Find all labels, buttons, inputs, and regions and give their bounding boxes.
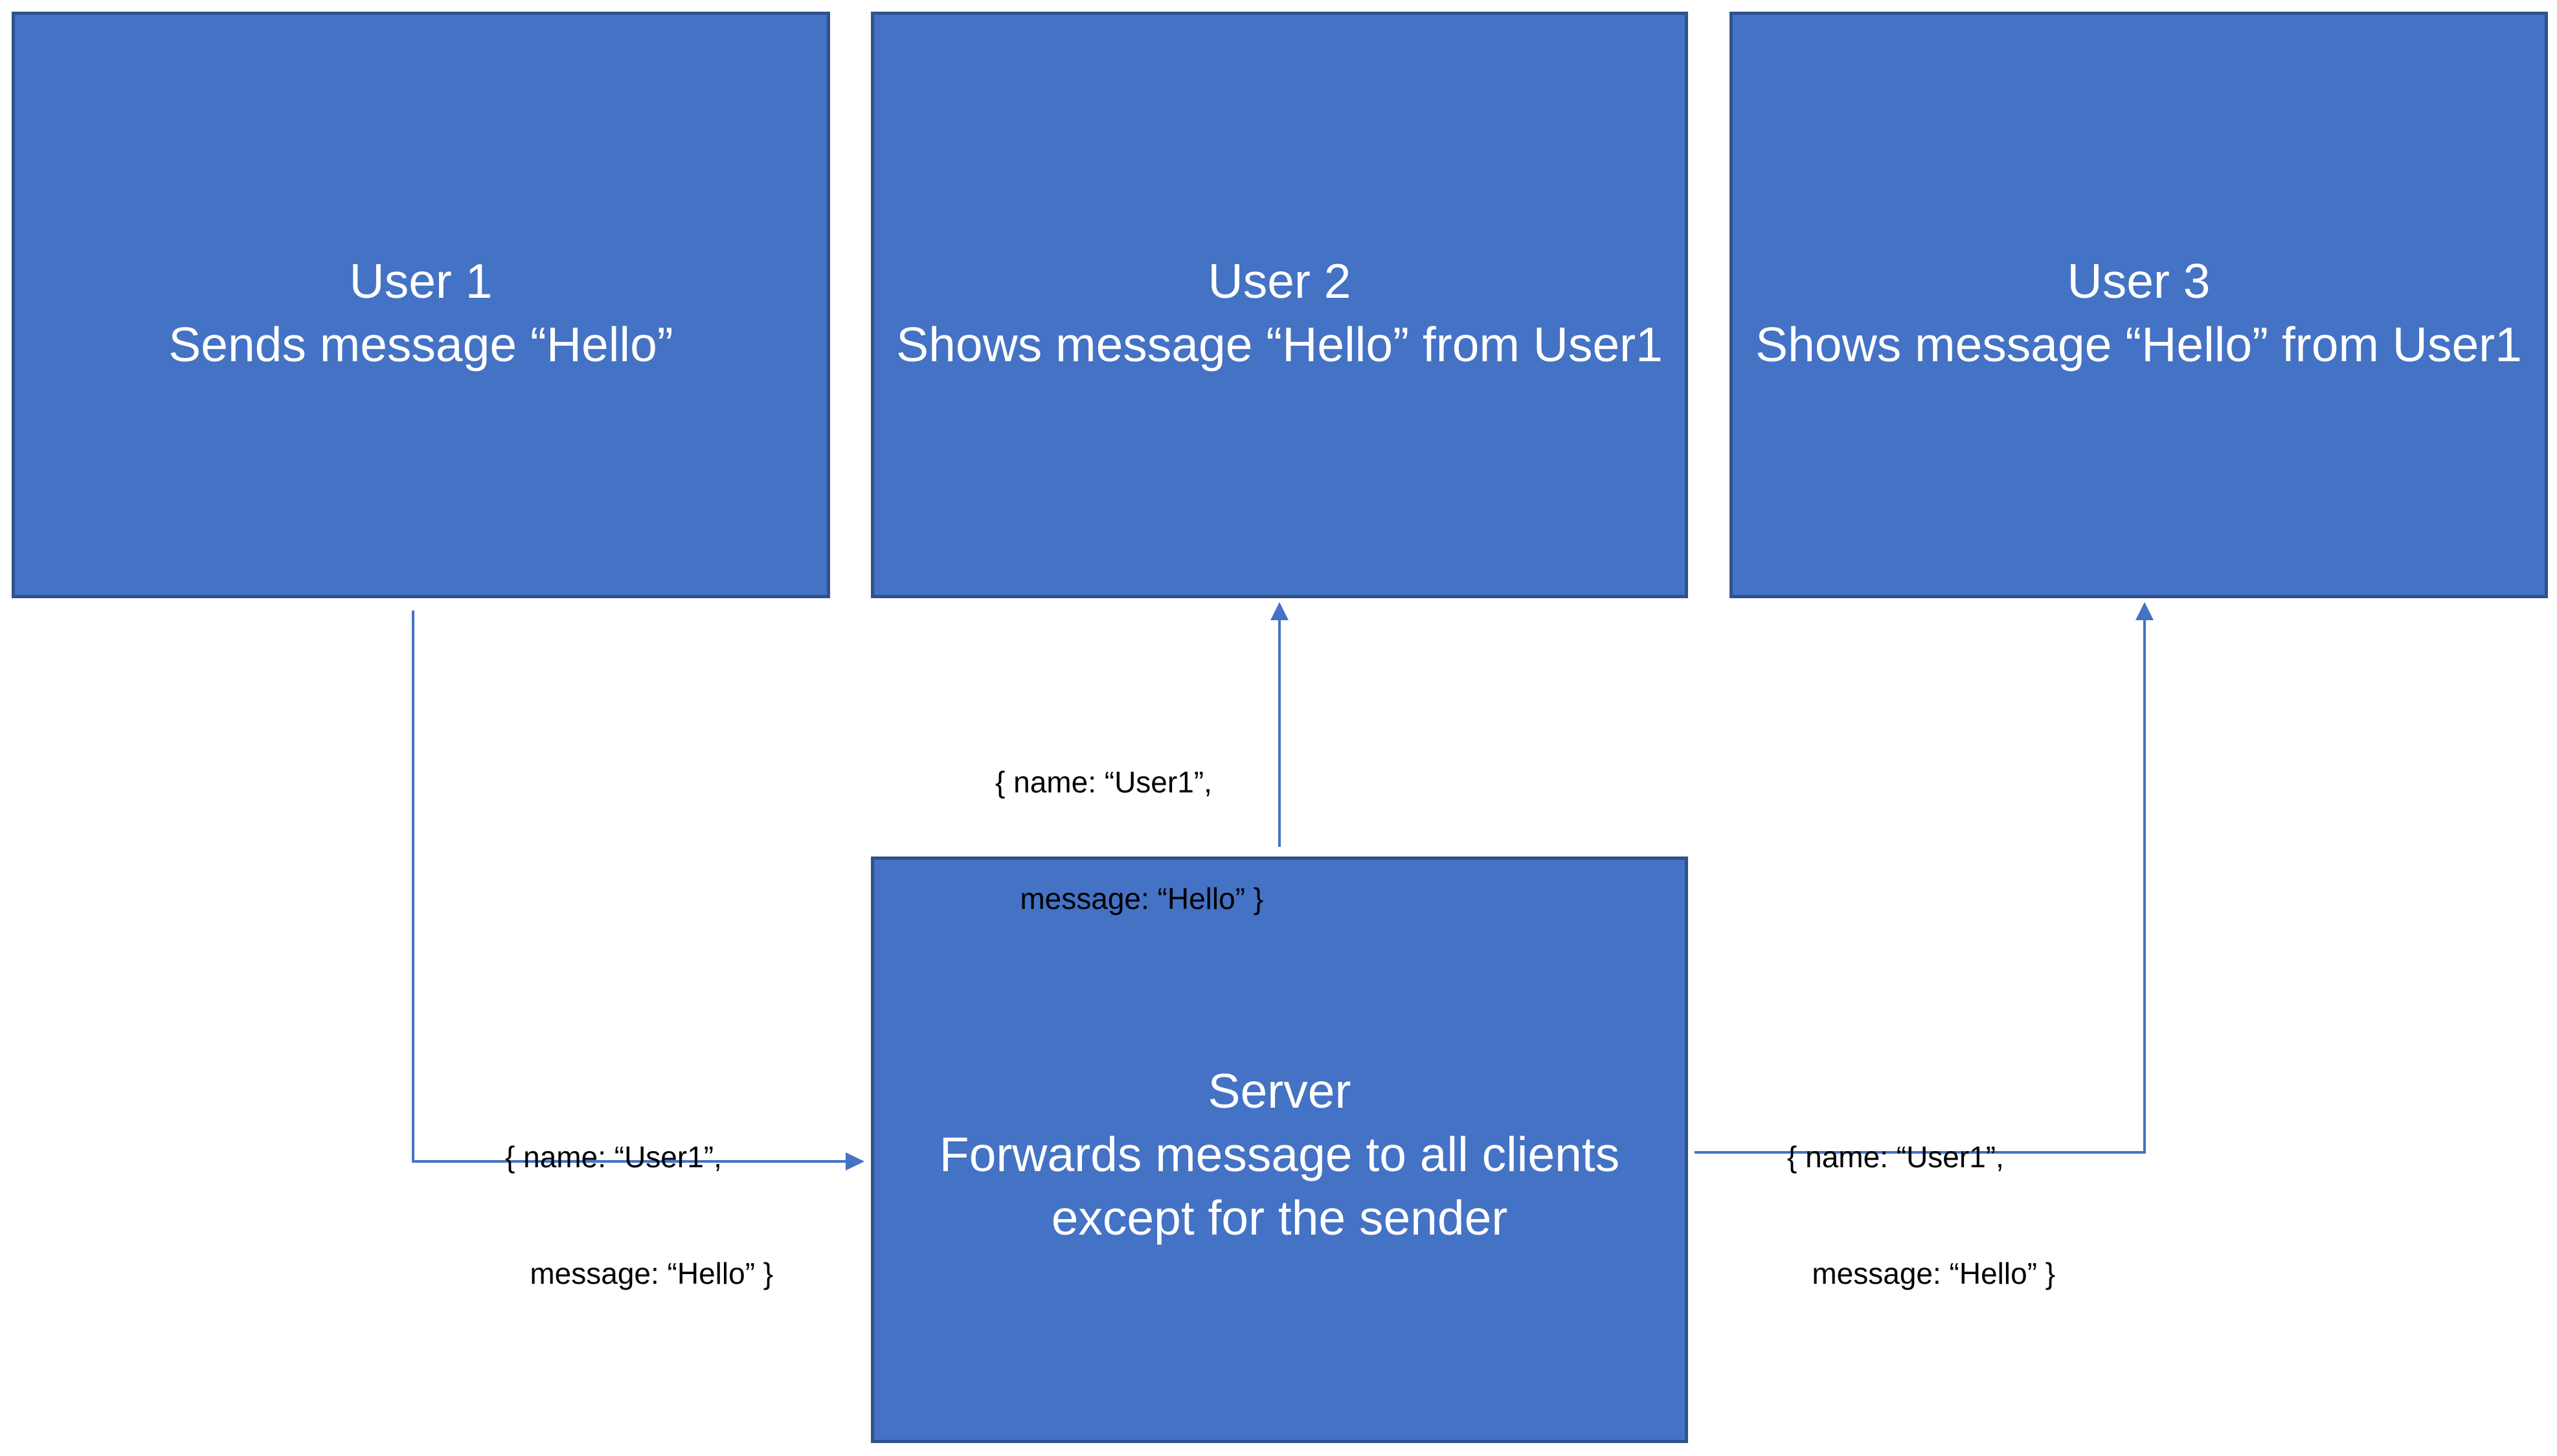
payload-line-name: { name: “User1”, — [505, 1140, 722, 1174]
payload-label-user1-to-server: { name: “User1”, message: “Hello” } — [505, 1060, 773, 1332]
user2-box: User 2 Shows message “Hello” from User1 — [871, 12, 1688, 598]
payload-line-message: message: “Hello” } — [995, 882, 1264, 915]
payload-line-message: message: “Hello” } — [1787, 1257, 2056, 1290]
user1-title: User 1 — [349, 254, 493, 308]
user3-title: User 3 — [2067, 254, 2211, 308]
arrowhead-into-user3 — [2135, 602, 2154, 620]
user3-subtitle: Shows message “Hello” from User1 — [1755, 317, 2522, 372]
user3-box: User 3 Shows message “Hello” from User1 — [1729, 12, 2548, 598]
connector-server-to-user3 — [1695, 602, 2154, 1154]
server-description-line2: except for the sender — [1051, 1191, 1508, 1245]
payload-label-server-to-user3: { name: “User1”, message: “Hello” } — [1787, 1060, 2055, 1332]
payload-label-server-to-user2: { name: “User1”, message: “Hello” } — [995, 685, 1263, 957]
payload-line-name: { name: “User1”, — [1787, 1140, 2004, 1174]
user1-box: User 1 Sends message “Hello” — [12, 12, 830, 598]
payload-line-name: { name: “User1”, — [995, 765, 1212, 799]
user1-subtitle: Sends message “Hello” — [168, 317, 673, 372]
user2-title: User 2 — [1208, 254, 1351, 308]
user2-subtitle: Shows message “Hello” from User1 — [896, 317, 1663, 372]
connector-user1-to-server — [412, 610, 864, 1170]
payload-line-message: message: “Hello” } — [505, 1257, 774, 1290]
server-title: Server — [1208, 1064, 1351, 1118]
arrowhead-into-user2 — [1270, 602, 1289, 620]
server-box: Server Forwards message to all clients e… — [871, 857, 1688, 1443]
arrowhead-into-server — [846, 1152, 864, 1170]
server-description-line1: Forwards message to all clients — [939, 1127, 1620, 1182]
connector-server-to-user2 — [1270, 602, 1289, 847]
